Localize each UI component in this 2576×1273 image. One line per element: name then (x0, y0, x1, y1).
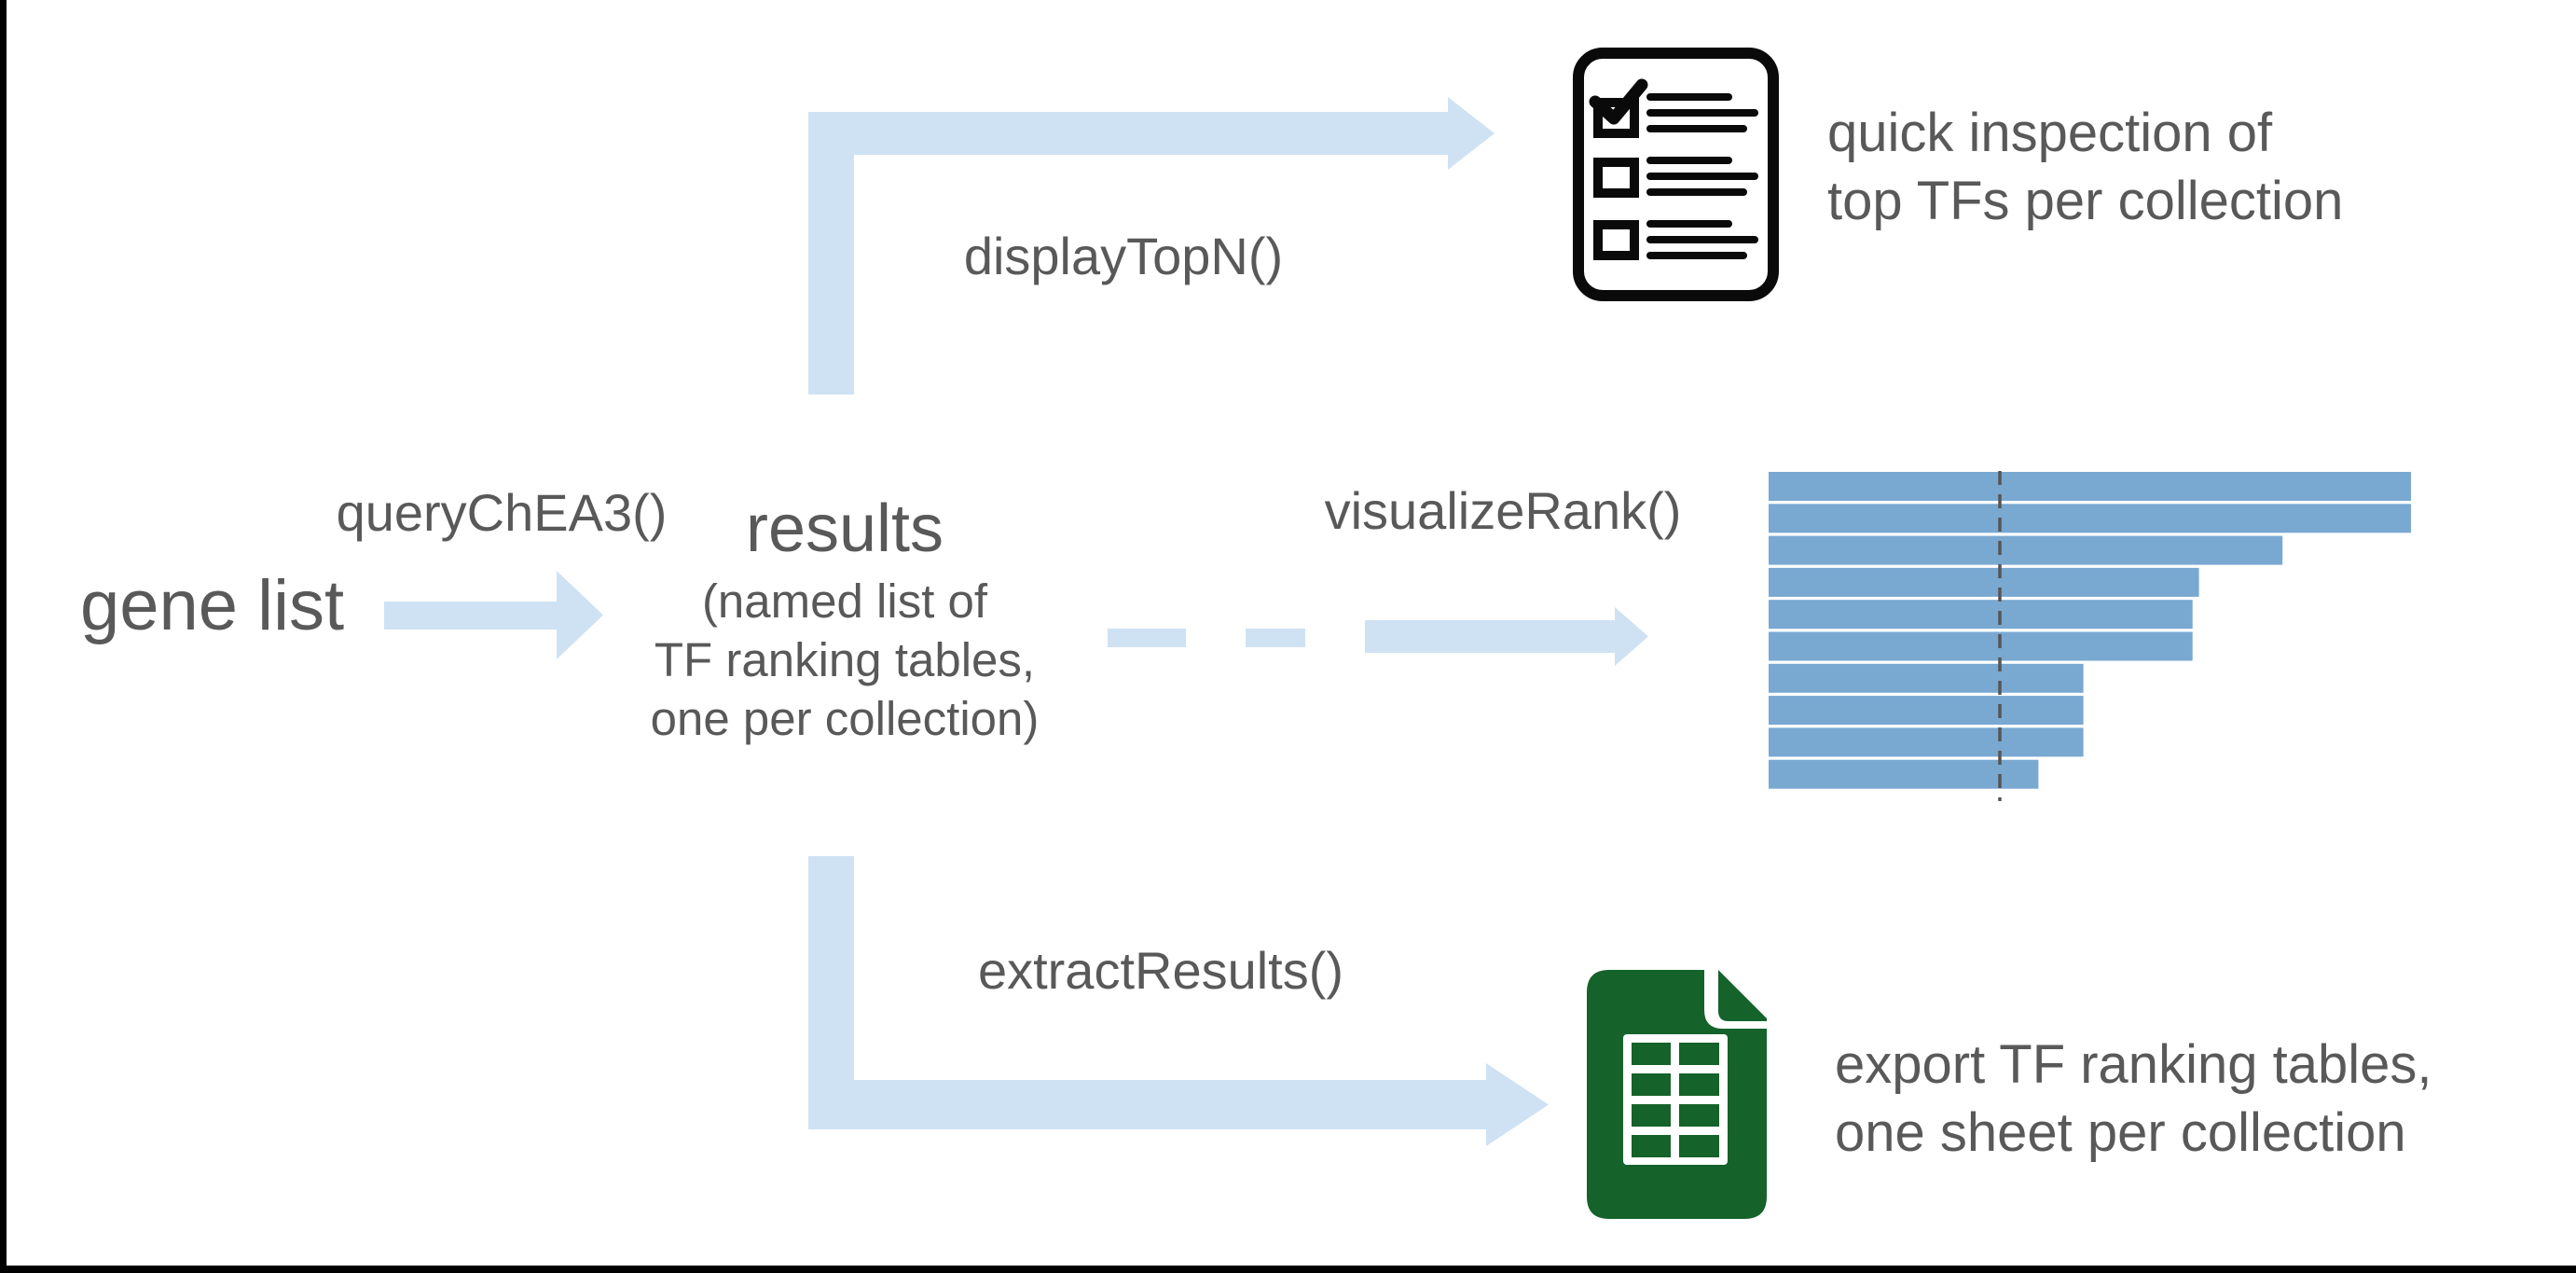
results-node-subtitle: (named list of TF ranking tables, one pe… (650, 574, 1040, 745)
extract-function-label: extractResults() (977, 941, 1344, 1000)
rank-bar (1769, 504, 2411, 533)
checklist-icon (1573, 48, 1779, 301)
left-border (0, 0, 7, 1273)
rank-bar (1769, 631, 2193, 661)
export-caption: export TF ranking tables, one sheet per … (1835, 1034, 2432, 1163)
display-elbow-arrow (808, 97, 1495, 394)
rank-bar (1769, 727, 2084, 757)
results-node-title: results (745, 491, 944, 566)
bottom-border (0, 1266, 2576, 1273)
rank-bar (1769, 663, 2084, 693)
query-function-label: queryChEA3() (336, 483, 668, 542)
visualize-arrow-dash-1 (1108, 629, 1186, 647)
gene-list-node: gene list (80, 566, 345, 645)
rank-bar (1769, 696, 2084, 726)
inspect-caption: quick inspection of top TFs per collecti… (1827, 103, 2344, 231)
rank-bar (1769, 472, 2411, 501)
spreadsheet-icon (1587, 970, 1767, 1219)
query-arrow (384, 571, 603, 659)
visualize-arrow (1365, 607, 1648, 666)
visualize-function-label: visualizeRank() (1324, 481, 1682, 540)
visualize-arrow-dash-2 (1246, 629, 1305, 647)
rank-bar-chart (1769, 471, 2411, 801)
display-function-label: displayTopN() (963, 227, 1284, 285)
extract-elbow-arrow (808, 856, 1549, 1146)
rank-bar (1769, 600, 2193, 630)
rank-bar (1769, 567, 2199, 597)
rank-bar (1769, 759, 2039, 789)
rank-bar (1769, 535, 2283, 565)
